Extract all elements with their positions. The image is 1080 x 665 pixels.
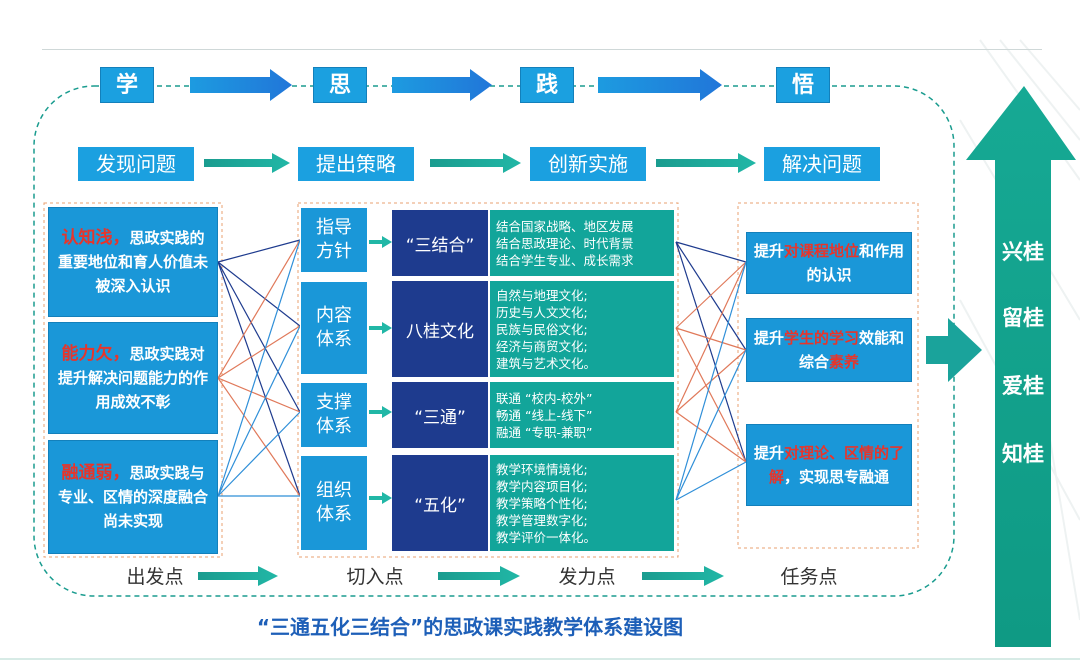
top-rule xyxy=(42,49,1042,50)
label-entry-point: 切入点 xyxy=(346,566,404,588)
stage-jian: 践 xyxy=(520,67,574,103)
detail-item: 教学管理数字化; xyxy=(496,512,588,528)
detail-item: 教学环境情境化; xyxy=(496,461,588,477)
diagram-caption: “三通五化三结合”的思政课实践教学体系建设图 xyxy=(256,615,684,639)
detail-item: 教学内容项目化; xyxy=(496,478,588,494)
label-task-point: 任务点 xyxy=(780,566,838,588)
detail-item: 建筑与艺术文化。 xyxy=(496,355,597,371)
stage-si: 思 xyxy=(313,67,367,103)
mid-three-links: “三通” xyxy=(392,382,488,448)
goal-aigui: 爱桂 xyxy=(1002,374,1044,398)
detail-item: 畅通 “线上-线下” xyxy=(496,407,593,423)
label-starting-point: 出发点 xyxy=(126,566,184,588)
detail-item: 自然与地理文化; xyxy=(496,287,588,303)
detail-item: 融通 “专职-兼职” xyxy=(496,424,593,440)
goal-arrow xyxy=(926,318,982,382)
problem-box-integration: 融通弱，思政实践与专业、区情的深度融合尚未实现 xyxy=(48,440,218,554)
problem-text: 思政实践对提升解决问题能力的作用成效不彰 xyxy=(57,345,208,411)
goal-liugui: 留桂 xyxy=(1002,306,1044,330)
step-arrows xyxy=(204,153,756,173)
left-links xyxy=(217,239,301,497)
problem-key: 认知浅， xyxy=(61,228,130,248)
outcome-highlight: 对理论、区情的了解 xyxy=(768,444,905,486)
detail-item: 民族与民俗文化; xyxy=(496,321,588,337)
category-support: 支撑 体系 xyxy=(300,382,368,448)
mid-three-combinations: “三结合” xyxy=(392,210,488,276)
step-propose-strategy: 提出策略 xyxy=(298,147,414,181)
category-organization: 组织 体系 xyxy=(300,455,368,551)
detail-item: 教学评价一体化。 xyxy=(496,529,597,545)
detail-item: 历史与人文文化; xyxy=(496,304,588,320)
problem-key: 融通弱， xyxy=(61,463,130,483)
step-solve-problem: 解决问题 xyxy=(764,147,880,181)
outcome-post: ，实现思专融通 xyxy=(784,468,890,486)
outcome-pre: 提升 xyxy=(753,329,784,347)
stage-xue: 学 xyxy=(100,67,154,103)
problem-box-ability: 能力欠，思政实践对提升解决问题能力的作用成效不彰 xyxy=(48,322,218,434)
middle-zone xyxy=(297,202,679,558)
outcome-box-region: 提升对理论、区情的了解，实现思专融通 xyxy=(746,424,912,506)
detail-three-combinations: 结合国家战略、地区发展 结合思政理论、时代背景 结合学生专业、成长需求 xyxy=(490,210,674,276)
outcome-post: 和作用的认识 xyxy=(806,242,905,284)
problem-box-cognition: 认知浅，思政实践的重要地位和育人价值未被深入认识 xyxy=(48,207,218,317)
inner-arrows xyxy=(369,236,392,504)
detail-item: 结合国家战略、地区发展 xyxy=(496,218,634,234)
detail-item: 结合学生专业、成长需求 xyxy=(496,252,634,268)
detail-item: 结合思政理论、时代背景 xyxy=(496,235,634,251)
outcome-box-student: 提升学生的学习效能和综合素养 xyxy=(746,318,912,382)
mid-bagui-culture: 八桂文化 xyxy=(392,281,488,377)
detail-item: 经济与商贸文化; xyxy=(496,338,588,354)
mid-five-izations: “五化” xyxy=(392,455,488,551)
category-guideline: 指导 方针 xyxy=(300,207,368,273)
bottom-arrows xyxy=(198,566,724,586)
outcome-highlight: 学生的学习 xyxy=(783,329,859,347)
step-find-problem: 发现问题 xyxy=(78,147,194,181)
outcome-highlight: 对课程地位 xyxy=(783,242,859,260)
category-content: 内容 体系 xyxy=(300,281,368,375)
problem-key: 能力欠， xyxy=(61,344,130,364)
outcome-pre: 提升 xyxy=(753,444,784,462)
step-innovate: 创新实施 xyxy=(530,147,646,181)
outcome-pre: 提升 xyxy=(753,242,784,260)
detail-item: 联通 “校内-校外” xyxy=(496,390,593,406)
label-force-point: 发力点 xyxy=(558,566,616,588)
stage-arrows xyxy=(190,69,722,101)
detail-item: 教学策略个性化; xyxy=(496,495,588,511)
goal-xinggui: 兴桂 xyxy=(1002,240,1044,264)
right-zone xyxy=(737,202,919,549)
outcome-post: 效能和综合 xyxy=(798,329,905,371)
bottom-rule xyxy=(0,658,1080,660)
goal-up-arrow xyxy=(966,86,1076,647)
stage-wu: 悟 xyxy=(776,67,830,103)
problem-text: 思政实践与专业、区情的深度融合尚未实现 xyxy=(57,464,208,530)
goal-zhigui: 知桂 xyxy=(1002,442,1044,466)
outcome-highlight-2: 素养 xyxy=(829,353,860,371)
right-links xyxy=(675,241,747,501)
problem-text: 思政实践的重要地位和育人价值未被深入认识 xyxy=(57,229,208,295)
detail-five-izations: 教学环境情境化; 教学内容项目化; 教学策略个性化; 教学管理数字化; 教学评价… xyxy=(490,455,674,551)
detail-three-links: 联通 “校内-校外” 畅通 “线上-线下” 融通 “专职-兼职” xyxy=(490,382,674,448)
detail-bagui-culture: 自然与地理文化; 历史与人文文化; 民族与民俗文化; 经济与商贸文化; 建筑与艺… xyxy=(490,281,674,377)
outcome-box-course: 提升对课程地位和作用的认识 xyxy=(746,232,912,294)
